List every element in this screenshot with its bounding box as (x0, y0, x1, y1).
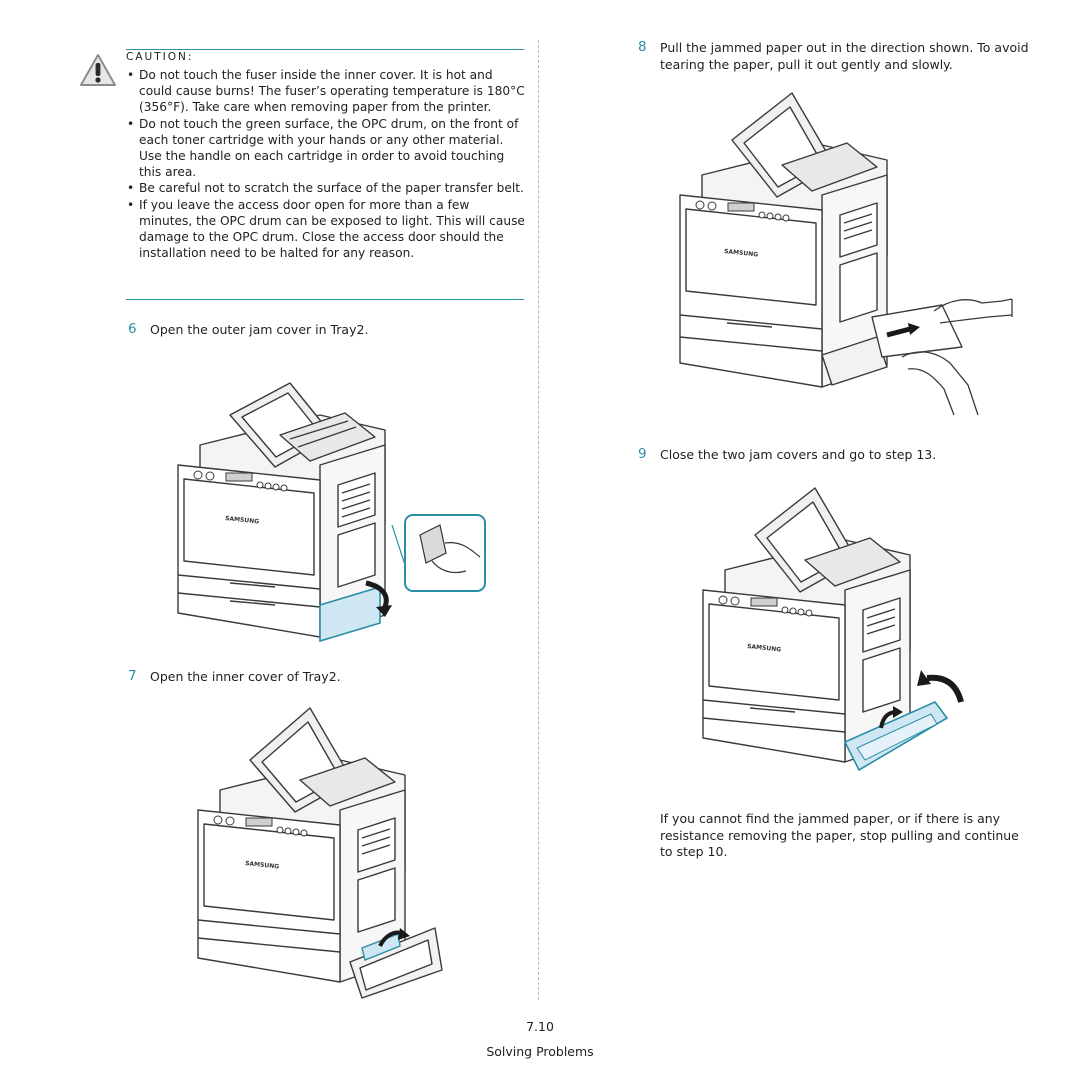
caution-bottom-rule (126, 299, 524, 300)
step-number: 8 (638, 39, 647, 55)
printer-illustration-inner-cover: SAMSUNG (197, 707, 443, 999)
caution-top-rule (126, 49, 524, 50)
section-title: Solving Problems (486, 1044, 594, 1059)
caution-icon (80, 54, 116, 86)
caution-item: Be careful not to scratch the surface of… (126, 180, 526, 196)
caution-item: Do not touch the fuser inside the inner … (126, 67, 526, 116)
column-divider (538, 40, 539, 1000)
troubleshooting-note: If you cannot find the jammed paper, or … (660, 811, 1019, 859)
step-number: 6 (128, 321, 137, 337)
step-text: Open the inner cover of Tray2. (150, 669, 341, 684)
brand-label: SAMSUNG (724, 248, 759, 259)
caution-item: If you leave the access door open for mo… (126, 197, 526, 262)
page-number: 7.10 (526, 1019, 554, 1034)
caution-list: Do not touch the fuser inside the inner … (126, 67, 526, 261)
printer-illustration-outer-jam-cover: SAMSUNG (177, 382, 486, 643)
brand-label: SAMSUNG (225, 515, 260, 526)
printer-illustration-pull-paper: SAMSUNG (679, 92, 1013, 416)
printer-illustration-close-covers: SAMSUNG (702, 487, 964, 772)
brand-label: SAMSUNG (747, 643, 782, 654)
step-text: Close the two jam covers and go to step … (660, 447, 937, 462)
step-text: Open the outer jam cover in Tray2. (150, 322, 369, 337)
brand-label: SAMSUNG (245, 860, 280, 871)
step-number: 7 (128, 668, 137, 684)
step-number: 9 (638, 446, 647, 462)
step-text: Pull the jammed paper out in the directi… (660, 40, 1029, 72)
caution-item: Do not touch the green surface, the OPC … (126, 116, 526, 181)
caution-title: CAUTION: (126, 51, 194, 63)
